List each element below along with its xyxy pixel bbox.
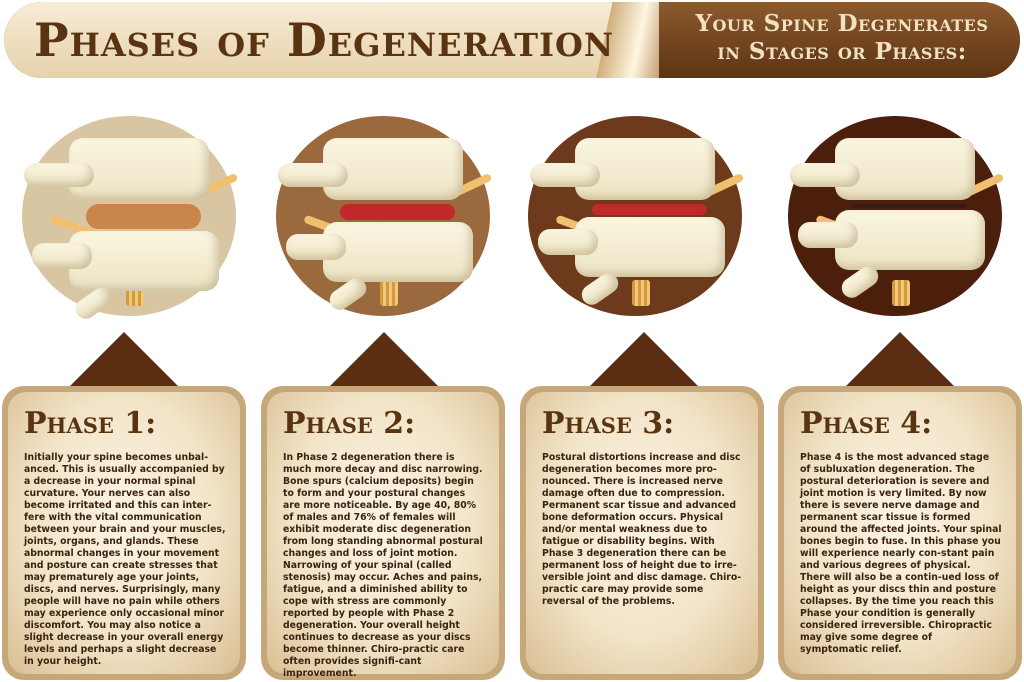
phase-1-panel: Phase 1: Initially your spine becomes un… — [2, 386, 246, 680]
header-banner: Phases of Degeneration Your Spine Degene… — [4, 2, 1020, 78]
page-title: Phases of Degeneration — [34, 13, 615, 67]
lower-process — [538, 229, 598, 255]
phase-2-description: In Phase 2 degeneration there is much mo… — [283, 452, 483, 679]
upper-process — [24, 163, 94, 187]
phase-4-description: Phase 4 is the most advanced stage of su… — [800, 452, 1002, 655]
phase-4-title: Phase 4: — [800, 406, 933, 441]
phase-2-spine-model — [268, 108, 498, 338]
page-subtitle: Your Spine Degenerates in Stages or Phas… — [674, 10, 1010, 66]
header-left-panel — [4, 2, 654, 78]
spinal-cord — [892, 280, 910, 306]
phase-2-panel: Phase 2: In Phase 2 degeneration there i… — [261, 386, 505, 680]
phase-3-panel-body: Phase 3: Postural distortions increase a… — [526, 392, 758, 674]
header-right-panel — [659, 2, 1020, 78]
phase-1-description: Initially your spine becomes unbal-anced… — [24, 452, 226, 667]
phase-3-description: Postural distortions increase and disc d… — [542, 452, 742, 607]
subtitle-line-2: in Stages or Phases: — [717, 38, 967, 65]
intervertebral-disc — [86, 204, 201, 229]
phase-1-panel-body: Phase 1: Initially your spine becomes un… — [8, 392, 240, 674]
upper-process — [278, 163, 348, 187]
upper-process — [530, 163, 600, 187]
phase-3-panel: Phase 3: Postural distortions increase a… — [520, 386, 764, 680]
lower-vertebra — [835, 210, 985, 270]
intervertebral-disc — [340, 204, 455, 220]
phase-2-panel-body: Phase 2: In Phase 2 degeneration there i… — [267, 392, 499, 679]
spinal-cord — [632, 280, 650, 306]
phase-3-title: Phase 3: — [542, 406, 675, 441]
phase-4-panel: Phase 4: Phase 4 is the most advanced st… — [778, 386, 1022, 680]
phase-1-title: Phase 1: — [24, 406, 157, 441]
lower-vertebra — [575, 217, 725, 277]
phase-4-spine-model — [780, 108, 1010, 338]
spinal-cord — [380, 280, 398, 306]
subtitle-line-1: Your Spine Degenerates — [695, 10, 989, 37]
lower-process — [286, 234, 346, 260]
upper-process — [790, 163, 860, 187]
lower-process — [798, 222, 858, 248]
phase-4-pointer — [846, 332, 954, 386]
phase-1-pointer — [70, 332, 178, 386]
phase-2-pointer — [330, 332, 438, 386]
phase-4-panel-body: Phase 4: Phase 4 is the most advanced st… — [784, 392, 1016, 674]
intervertebral-disc — [852, 204, 967, 208]
lower-process — [32, 243, 92, 269]
phase-3-spine-model — [520, 108, 750, 338]
phase-2-title: Phase 2: — [283, 406, 416, 441]
lower-vertebra — [323, 222, 473, 282]
phase-1-spine-model — [14, 108, 244, 338]
lower-vertebra — [69, 231, 219, 291]
intervertebral-disc — [592, 204, 707, 215]
phase-3-pointer — [590, 332, 698, 386]
